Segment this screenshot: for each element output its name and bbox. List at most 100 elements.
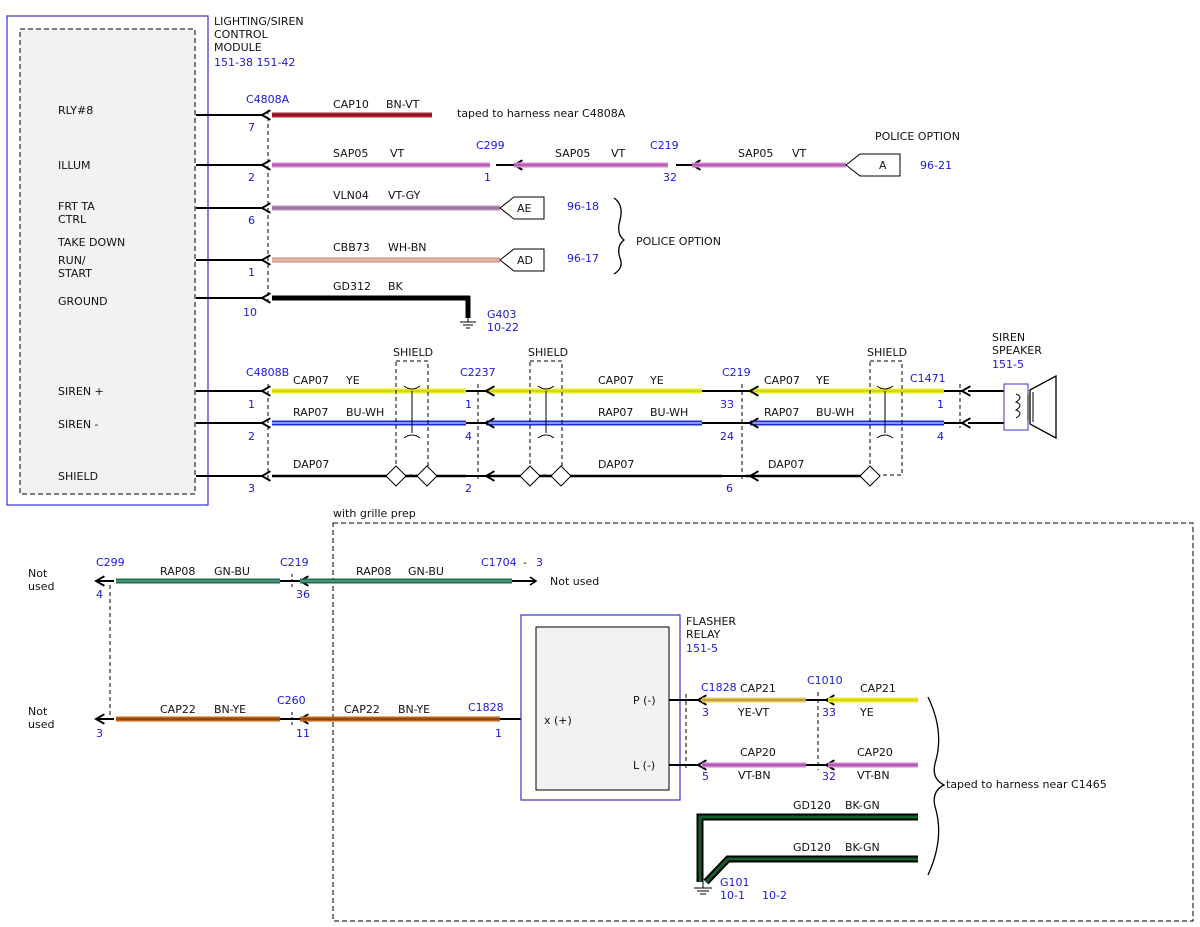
diagram-label: C1471 (910, 372, 946, 385)
diagram-label: WH-BN (388, 241, 427, 254)
module-title-3: MODULE (214, 41, 262, 54)
diagram-label: 1 (465, 398, 472, 411)
diagram-label: 1 (495, 727, 502, 740)
wire-cap10-label: CAP10 (333, 98, 369, 111)
diagram-label: CAP20 (857, 746, 893, 759)
diagram-label: DAP07 (598, 458, 634, 471)
diagram-label: GD312 (333, 280, 371, 293)
diagram-label: VT (792, 147, 807, 160)
diagram-label: 1 (937, 398, 944, 411)
diagram-label: 32 (663, 171, 677, 184)
diagram-label: - (523, 556, 527, 569)
pin-illum: ILLUM (58, 159, 91, 172)
connector-ad (499, 248, 545, 272)
pin-frtta: FRT TA (58, 200, 95, 213)
diagram-label: 4 (465, 430, 472, 443)
diagram-label: C219 (722, 366, 751, 379)
diagram-label: VLN04 (333, 189, 369, 202)
diagram-label: GD120 (793, 841, 831, 854)
police-option-top: POLICE OPTION (875, 130, 960, 143)
diagram-label: YE (649, 374, 664, 387)
diagram-label: SAP05 (333, 147, 368, 160)
diagram-label: Not (28, 567, 48, 580)
conn-c4808a: C4808A (246, 93, 290, 106)
connector-a (845, 153, 901, 177)
diagram-label: 2 (465, 482, 472, 495)
diagram-label: Not used (550, 575, 599, 588)
note-taped-c4808a: taped to harness near C4808A (457, 107, 626, 120)
pin-takedown: TAKE DOWN (57, 236, 125, 249)
diagram-label: BU-WH (346, 406, 384, 419)
police-option-brace: POLICE OPTION (636, 235, 721, 248)
diagram-label: VT-GY (388, 189, 421, 202)
diagram-label: DAP07 (293, 458, 329, 471)
pin-2-illum: 2 (248, 171, 255, 184)
diagram-label: VT-BN (738, 769, 771, 782)
shield-2: SHIELD (519, 346, 572, 487)
shield-3: SHIELD (859, 346, 907, 487)
diagram-label: C1828 (468, 701, 504, 714)
pin-ctrl: CTRL (58, 213, 87, 226)
conn-c299-top: C299 (476, 139, 505, 152)
diagram-label: 3 (702, 706, 709, 719)
diagram-label: 32 (822, 770, 836, 783)
module-refs: 151-38 151-42 (214, 56, 295, 69)
diagram-label: SHIELD (867, 346, 907, 359)
diagram-label: 4 (96, 588, 103, 601)
diagram-label: 3 (96, 727, 103, 740)
with-grille-prep: with grille prep (333, 507, 416, 520)
diagram-label: Not (28, 705, 48, 718)
diagram-label: RAP08 (160, 565, 195, 578)
diagram-label: YE (859, 706, 874, 719)
diagram-label: SAP05 (555, 147, 590, 160)
diagram-label: CAP20 (740, 746, 776, 759)
diagram-label: RAP07 (598, 406, 633, 419)
diagram-label: 1 (484, 171, 491, 184)
diagram-label: 3 (536, 556, 543, 569)
diagram-label: 10-22 (487, 321, 519, 334)
diagram-label: GN-BU (214, 565, 250, 578)
diagram-label: 4 (937, 430, 944, 443)
diagram-label: 6 (726, 482, 733, 495)
diagram-label: CAP07 (598, 374, 634, 387)
pin-rly8: RLY#8 (58, 104, 93, 117)
wire-gd120 (696, 813, 918, 885)
diagram-label: SHIELD (528, 346, 568, 359)
module-title-1: LIGHTING/SIREN (214, 15, 304, 28)
pin-start: START (58, 267, 92, 280)
diagram-label: VT (390, 147, 405, 160)
diagram-label: BU-WH (816, 406, 854, 419)
diagram-label: RAP07 (293, 406, 328, 419)
diagram-label: C1828 (701, 681, 737, 694)
diagram-label: SHIELD (393, 346, 433, 359)
diagram-label: CAP07 (293, 374, 329, 387)
diagram-label: L (-) (633, 759, 655, 772)
diagram-label: AD (517, 254, 533, 267)
module-inner (19, 28, 196, 495)
diagram-label: VT-BN (857, 769, 890, 782)
diagram-label: 96-17 (567, 252, 599, 265)
conn-c219-top: C219 (650, 139, 679, 152)
diagram-label: C1010 (807, 674, 843, 687)
brace-police (613, 197, 626, 275)
diagram-label: GD120 (793, 799, 831, 812)
pin-siren-minus: SIREN - (58, 418, 99, 431)
diagram-label: CAP21 (740, 682, 776, 695)
diagram-label: VT (611, 147, 626, 160)
diagram-label: 3 (248, 482, 255, 495)
diagram-label: 6 (248, 214, 255, 227)
diagram-label: SIREN (992, 331, 1025, 344)
diagram-label: P (-) (633, 694, 656, 707)
siren-speaker (968, 374, 1057, 440)
diagram-label: BU-WH (650, 406, 688, 419)
diagram-label: 96-21 (920, 159, 952, 172)
diagram-label: 1 (248, 266, 255, 279)
diagram-label: CAP21 (860, 682, 896, 695)
diagram-label: YE-VT (737, 706, 770, 719)
diagram-label: BK-GN (845, 799, 880, 812)
diagram-label: 36 (296, 588, 310, 601)
module-title-2: CONTROL (214, 28, 269, 41)
diagram-label: 10-2 (762, 889, 787, 902)
